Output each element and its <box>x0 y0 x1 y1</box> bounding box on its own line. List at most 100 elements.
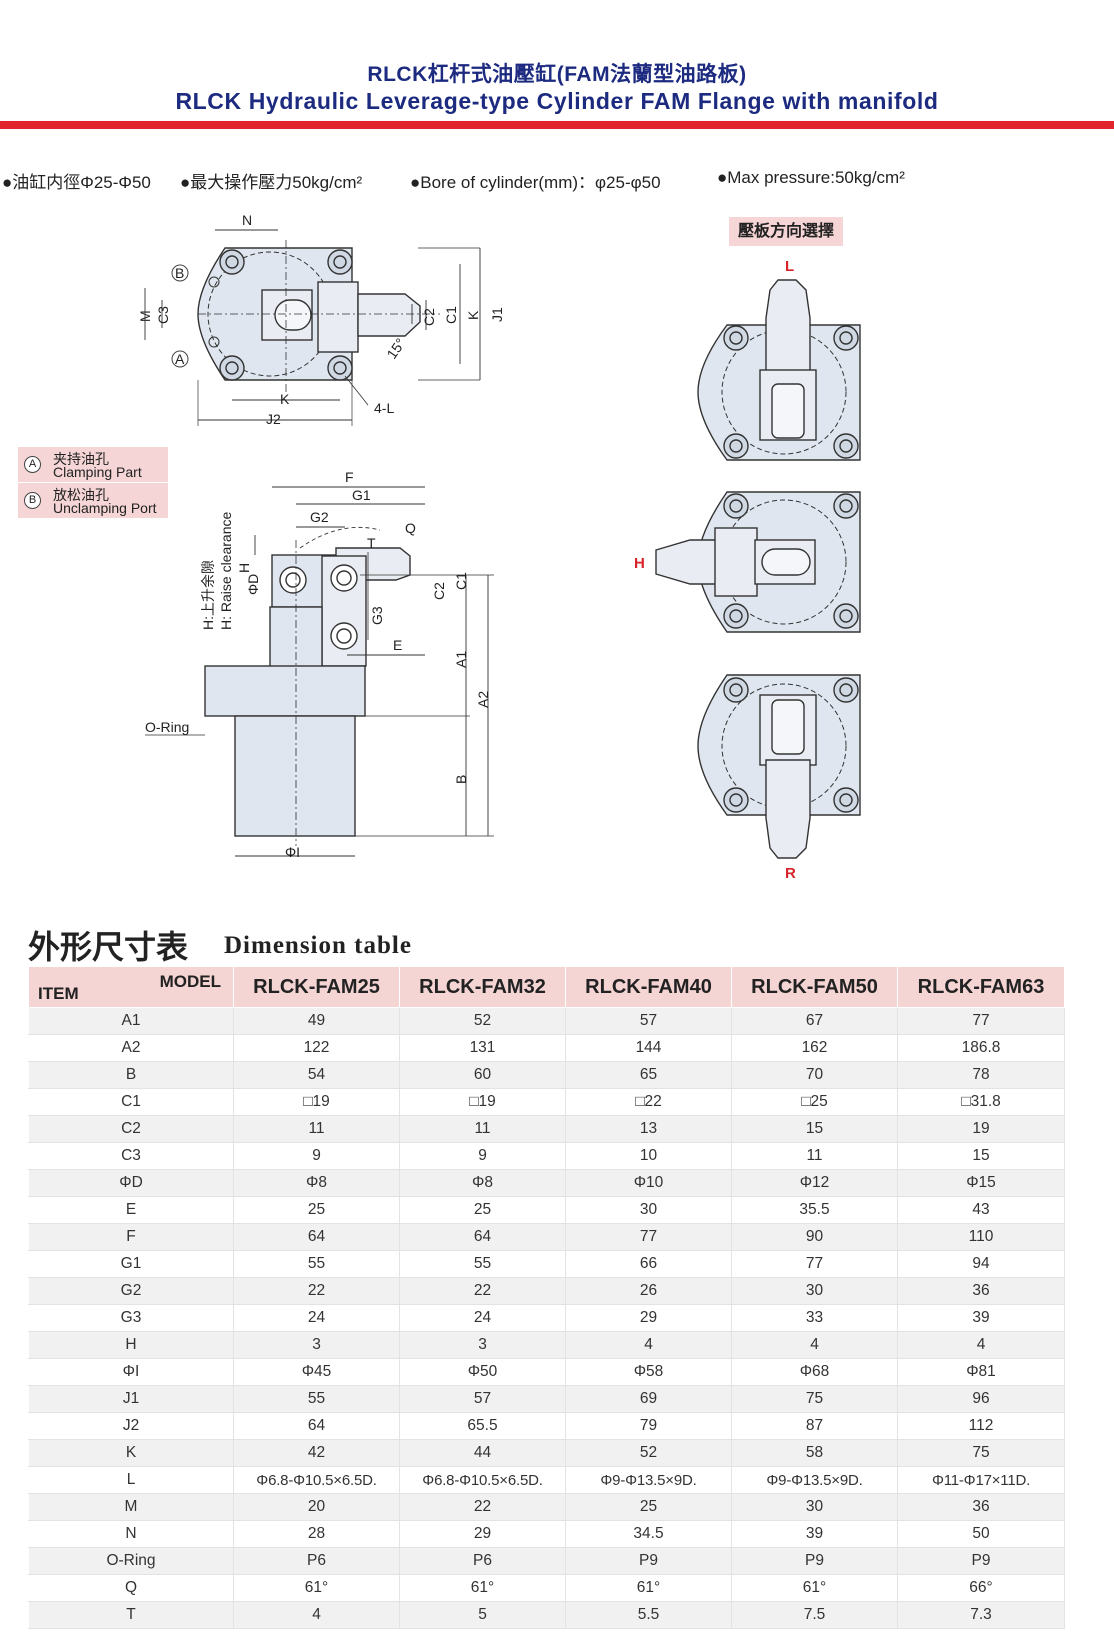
spec-pressure-en: ●Max pressure:50kg/cm² <box>717 168 905 187</box>
table-cell: 65 <box>565 1061 732 1089</box>
svg-text:B: B <box>453 775 469 784</box>
table-cell: 77 <box>731 1250 898 1278</box>
svg-text:ΦD: ΦD <box>245 574 261 595</box>
table-header-row: MODEL ITEM RLCK-FAM25 RLCK-FAM32 RLCK-FA… <box>28 966 1065 1008</box>
table-cell: P9 <box>731 1547 898 1575</box>
svg-text:C1: C1 <box>453 572 469 590</box>
table-row: C1□19□19□22□25□31.8 <box>28 1088 1065 1116</box>
port-a-symbol: A <box>24 456 41 473</box>
table-cell: 30 <box>731 1493 898 1521</box>
svg-text:4-L: 4-L <box>374 400 394 416</box>
svg-text:H:上升余隙: H:上升余隙 <box>200 560 216 630</box>
table-cell: 87 <box>731 1412 898 1440</box>
table-cell: 90 <box>731 1223 898 1251</box>
table-cell: 110 <box>897 1223 1065 1251</box>
column-header: RLCK-FAM50 <box>731 966 898 1008</box>
table-cell: 7.5 <box>731 1601 898 1629</box>
table-cell: Φ6.8-Φ10.5×6.5D. <box>399 1466 566 1494</box>
spec-bore-en: ●Bore of cylinder(mm)：φ25-φ50 <box>410 173 661 192</box>
dimension-table-title-cn: 外形尺寸表 <box>28 928 189 966</box>
svg-text:H: H <box>236 563 252 573</box>
table-cell: 186.8 <box>897 1034 1065 1062</box>
page-title-cn: RLCK杠杆式油壓缸(FAM法蘭型油路板) <box>367 63 747 86</box>
svg-text:Q: Q <box>405 520 416 536</box>
row-item-label: N <box>28 1520 234 1548</box>
svg-text:G3: G3 <box>369 606 385 625</box>
svg-text:J1: J1 <box>489 307 505 322</box>
table-cell: □19 <box>233 1088 400 1116</box>
table-cell: 66° <box>897 1574 1065 1602</box>
table-cell: 50 <box>897 1520 1065 1548</box>
row-item-label: C2 <box>28 1115 234 1143</box>
table-cell: 15 <box>731 1115 898 1143</box>
table-cell: 4 <box>565 1331 732 1359</box>
svg-text:N: N <box>242 212 252 228</box>
table-cell: 39 <box>731 1520 898 1548</box>
table-cell: 43 <box>897 1196 1065 1224</box>
table-cell: 26 <box>565 1277 732 1305</box>
row-item-label: E <box>28 1196 234 1224</box>
row-item-label: J1 <box>28 1385 234 1413</box>
table-cell: Φ12 <box>731 1169 898 1197</box>
table-cell: Φ50 <box>399 1358 566 1386</box>
row-item-label: J2 <box>28 1412 234 1440</box>
direction-letter-l: L <box>785 258 795 275</box>
table-cell: 42 <box>233 1439 400 1467</box>
table-cell: 11 <box>233 1115 400 1143</box>
table-cell: 7.3 <box>897 1601 1065 1629</box>
svg-text:C2: C2 <box>431 582 447 600</box>
table-cell: 57 <box>399 1385 566 1413</box>
svg-text:A1: A1 <box>453 651 469 668</box>
legend-label-en: Unclamping Port <box>53 500 157 516</box>
table-cell: 22 <box>399 1493 566 1521</box>
table-cell: 69 <box>565 1385 732 1413</box>
table-cell: 52 <box>399 1007 566 1035</box>
svg-text:M: M <box>137 310 153 322</box>
table-cell: 64 <box>233 1412 400 1440</box>
table-cell: 19 <box>897 1115 1065 1143</box>
table-cell: 66 <box>565 1250 732 1278</box>
direction-letter-h: H <box>634 555 645 572</box>
table-cell: P9 <box>897 1547 1065 1575</box>
table-cell: 65.5 <box>399 1412 566 1440</box>
legend-label-en: Clamping Part <box>53 464 142 480</box>
table-cell: □31.8 <box>897 1088 1065 1116</box>
svg-text:C3: C3 <box>155 306 171 324</box>
row-item-label: F <box>28 1223 234 1251</box>
column-header: RLCK-FAM25 <box>233 966 400 1008</box>
technical-drawing: N B A M C3 C2 C1 K J1 K J2 4-L 15° <box>137 212 861 860</box>
table-cell: 122 <box>233 1034 400 1062</box>
table-cell: Φ10 <box>565 1169 732 1197</box>
table-cell: P6 <box>233 1547 400 1575</box>
table-cell: 10 <box>565 1142 732 1170</box>
table-cell: 24 <box>233 1304 400 1332</box>
table-cell: 75 <box>731 1385 898 1413</box>
svg-text:A: A <box>175 351 185 367</box>
column-header: RLCK-FAM40 <box>565 966 732 1008</box>
table-cell: 4 <box>897 1331 1065 1359</box>
table-cell: 55 <box>233 1385 400 1413</box>
legend-label-cn: 夹持油孔 <box>53 451 109 467</box>
page-title-en: RLCK Hydraulic Leverage-type Cylinder FA… <box>175 88 939 114</box>
svg-text:O-Ring: O-Ring <box>145 719 189 735</box>
table-cell: 112 <box>897 1412 1065 1440</box>
svg-text:H: Raise clearance: H: Raise clearance <box>218 512 234 630</box>
svg-text:F: F <box>345 469 354 485</box>
svg-text:A2: A2 <box>475 691 491 708</box>
table-cell: 5.5 <box>565 1601 732 1629</box>
svg-text:T: T <box>367 535 376 551</box>
svg-text:ΦI: ΦI <box>285 844 300 860</box>
table-cell: 4 <box>731 1331 898 1359</box>
table-cell: 54 <box>233 1061 400 1089</box>
svg-text:15°: 15° <box>383 335 408 362</box>
